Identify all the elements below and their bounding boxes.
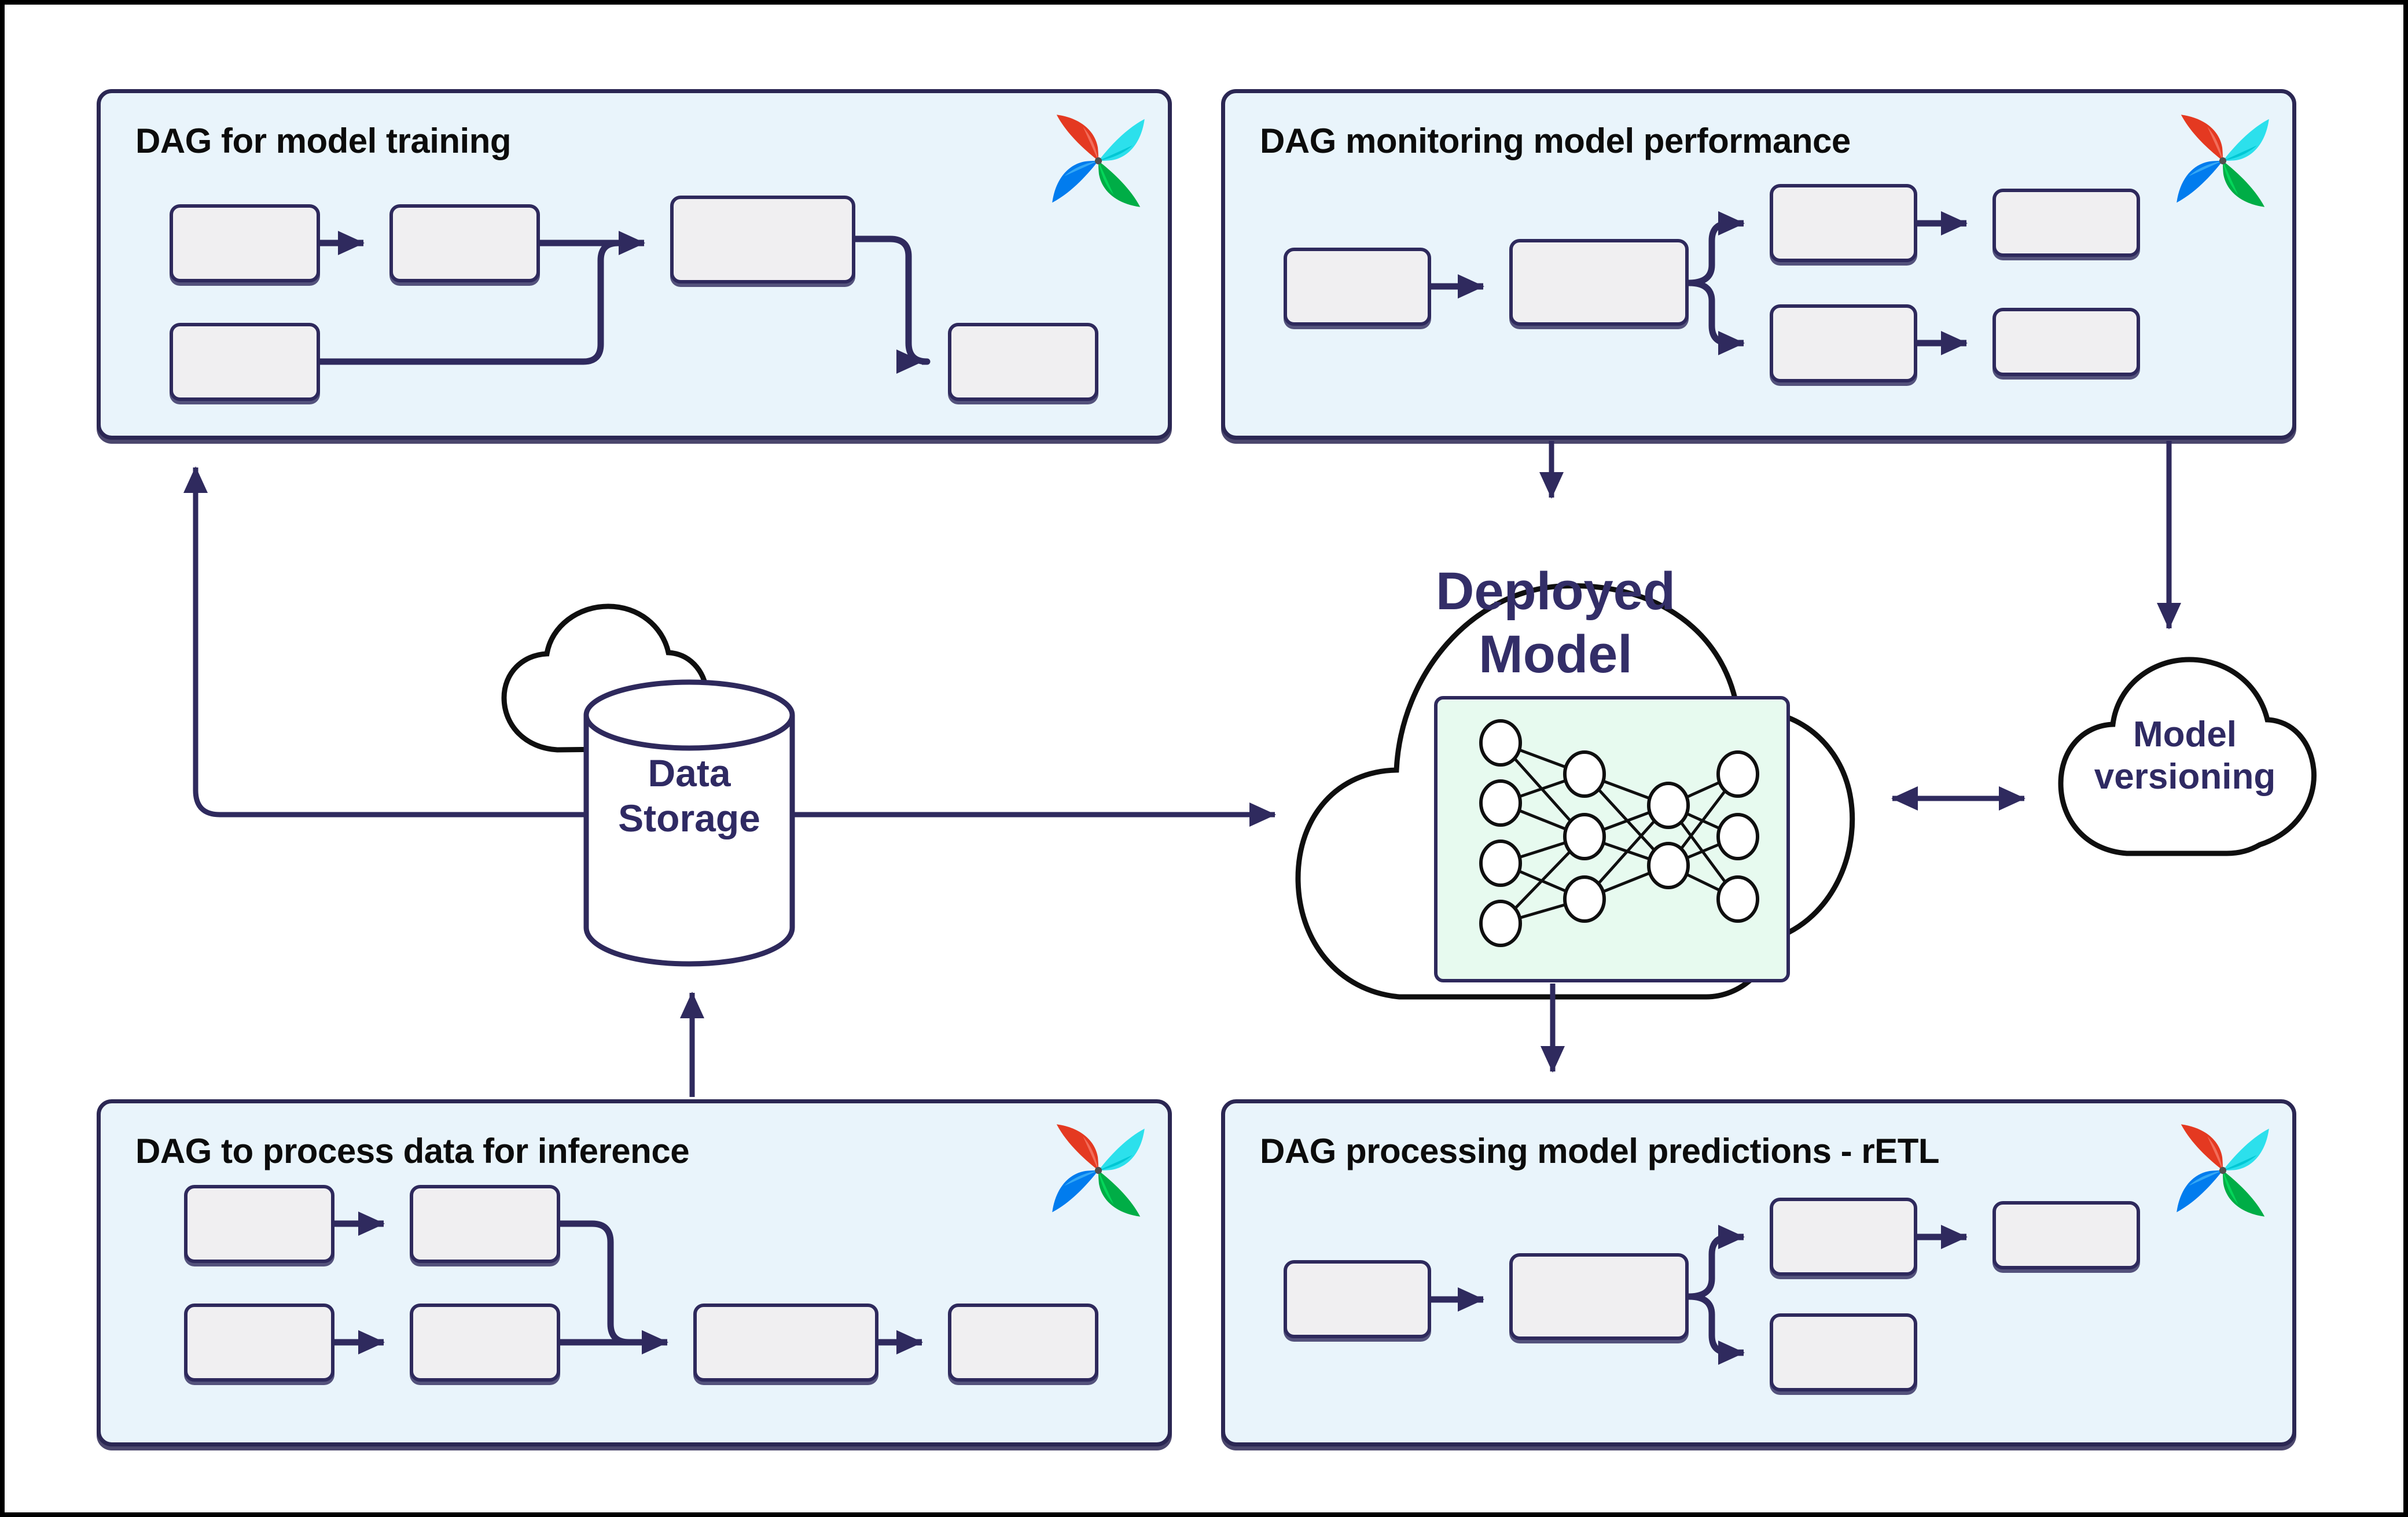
task-box bbox=[1992, 189, 2140, 257]
data-storage-label: Data Storage bbox=[618, 752, 760, 839]
task-box bbox=[1770, 1198, 1917, 1276]
task-box bbox=[670, 196, 855, 283]
task-box bbox=[170, 323, 320, 401]
task-box bbox=[1509, 1253, 1689, 1340]
task-box bbox=[1770, 304, 1917, 382]
airflow-logo-icon bbox=[1052, 1124, 1145, 1217]
task-box bbox=[1992, 308, 2140, 376]
panel-title: DAG to process data for inference bbox=[135, 1132, 690, 1170]
panel-title: DAG for model training bbox=[135, 121, 512, 160]
deployed-model-label: Deployed Model bbox=[1435, 562, 1676, 684]
task-box bbox=[410, 1185, 560, 1263]
task-box bbox=[1284, 1260, 1431, 1338]
task-box bbox=[389, 204, 540, 282]
model-artifact-box bbox=[1434, 696, 1790, 982]
task-box bbox=[948, 1304, 1098, 1382]
arrow-storage-to-training bbox=[183, 466, 586, 818]
model-versioning-label: Model versioning bbox=[2094, 715, 2276, 797]
neural-network-icon bbox=[1479, 719, 1759, 947]
task-box bbox=[410, 1304, 560, 1382]
panel-dag-monitoring: DAG monitoring model performance bbox=[1221, 89, 2296, 440]
task-box bbox=[1992, 1201, 2140, 1269]
airflow-logo-icon bbox=[1052, 115, 1145, 207]
task-box bbox=[1509, 239, 1689, 326]
task-box bbox=[184, 1304, 334, 1382]
task-box bbox=[184, 1185, 334, 1263]
panel-title: DAG monitoring model performance bbox=[1260, 121, 1851, 160]
task-box bbox=[1284, 248, 1431, 326]
task-box bbox=[1770, 184, 1917, 262]
airflow-logo-icon bbox=[2177, 1124, 2269, 1217]
task-box bbox=[170, 204, 320, 282]
panel-title: DAG processing model predictions - rETL bbox=[1260, 1132, 1940, 1170]
task-box bbox=[693, 1304, 878, 1382]
airflow-logo-icon bbox=[2177, 115, 2269, 207]
task-box bbox=[1770, 1313, 1917, 1391]
panel-dag-inference-data: DAG to process data for inference bbox=[97, 1099, 1172, 1446]
task-box bbox=[948, 323, 1098, 401]
